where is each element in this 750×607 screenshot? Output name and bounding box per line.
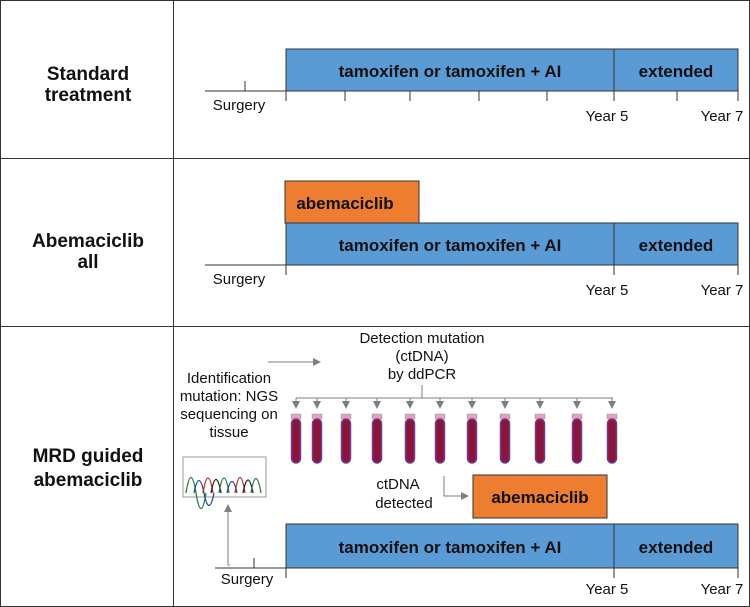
detection-line: by ddPCR — [388, 366, 457, 383]
row-label-line: Abemaciclib — [32, 231, 144, 252]
blood-tube — [340, 398, 352, 464]
tube-body — [534, 418, 546, 464]
tube-body — [466, 418, 478, 464]
tamoxifen-bar — [285, 48, 615, 92]
detection-line: Detection mutation — [359, 330, 484, 347]
extended-bar-label: extended — [639, 236, 714, 255]
blood-tube — [371, 398, 383, 464]
ctdna-line: ctDNA — [376, 476, 419, 493]
blood-tube — [534, 398, 546, 464]
surgery-label: Surgery — [213, 97, 266, 114]
abemaciclib-bar — [284, 180, 420, 224]
row-mrd-guided: MRD guided abemaciclib Identification mu… — [33, 330, 744, 598]
ctdna-line: detected — [375, 495, 433, 512]
blood-tubes — [290, 398, 618, 464]
extended-bar — [613, 222, 739, 266]
blood-tube — [311, 398, 323, 464]
identification-line: tissue — [209, 424, 248, 441]
extended-bar-label: extended — [639, 62, 714, 81]
blood-tube — [466, 398, 478, 464]
tamoxifen-bar-label: tamoxifen or tamoxifen + AI — [339, 236, 562, 255]
row-standard-treatment: Standard treatment tamoxifen or tamoxife… — [45, 48, 744, 125]
year7-label: Year 7 — [701, 282, 744, 299]
extended-bar-label: extended — [639, 538, 714, 557]
tamoxifen-bar — [285, 523, 615, 569]
blood-tube — [571, 398, 583, 464]
row-label-line: Standard — [47, 64, 129, 85]
blood-tube — [606, 398, 618, 464]
blood-tube — [499, 398, 511, 464]
tamoxifen-bar-label: tamoxifen or tamoxifen + AI — [339, 538, 562, 557]
year5-label: Year 5 — [586, 108, 629, 125]
abemaciclib-bar-label: abemaciclib — [296, 194, 393, 213]
surgery-label: Surgery — [221, 571, 274, 588]
ctdna-to-abemaciclib-arrow — [443, 476, 469, 500]
timeline-axis — [215, 558, 739, 578]
year7-label: Year 7 — [701, 581, 744, 598]
tube-body — [290, 418, 302, 464]
year5-label: Year 5 — [586, 581, 629, 598]
extended-bar — [613, 523, 739, 569]
timeline-axis — [205, 264, 739, 275]
blood-tube — [290, 398, 302, 464]
tube-body — [371, 418, 383, 464]
row-label-line: treatment — [45, 85, 132, 106]
row-label-line: all — [77, 252, 98, 273]
tamoxifen-bar-label: tamoxifen or tamoxifen + AI — [339, 62, 562, 81]
blood-tube — [434, 398, 446, 464]
row-label-line: abemaciclib — [34, 470, 143, 491]
timeline-axis — [205, 81, 739, 101]
identification-line: mutation: NGS — [180, 388, 278, 405]
year5-label: Year 5 — [586, 282, 629, 299]
identification-line: sequencing on — [180, 406, 278, 423]
tube-body — [606, 418, 618, 464]
tube-body — [499, 418, 511, 464]
detection-line: (ctDNA) — [395, 348, 448, 365]
surgery-label: Surgery — [213, 271, 266, 288]
tube-body — [434, 418, 446, 464]
tube-body — [571, 418, 583, 464]
blood-tube — [404, 398, 416, 464]
tube-body — [340, 418, 352, 464]
extended-bar — [613, 48, 739, 92]
year7-label: Year 7 — [701, 108, 744, 125]
tube-body — [404, 418, 416, 464]
row-label-line: MRD guided — [33, 446, 144, 467]
surgery-to-ngs-arrow — [224, 504, 232, 566]
identification-line: Identification — [187, 370, 271, 387]
abemaciclib-bar — [472, 474, 608, 519]
ngs-chromatogram-icon — [182, 456, 267, 510]
tube-body — [311, 418, 323, 464]
abemaciclib-bar-label: abemaciclib — [491, 488, 588, 507]
tamoxifen-bar — [285, 222, 615, 266]
row-abemaciclib-all: Abemaciclib all abemaciclib tamoxifen or… — [32, 180, 744, 299]
